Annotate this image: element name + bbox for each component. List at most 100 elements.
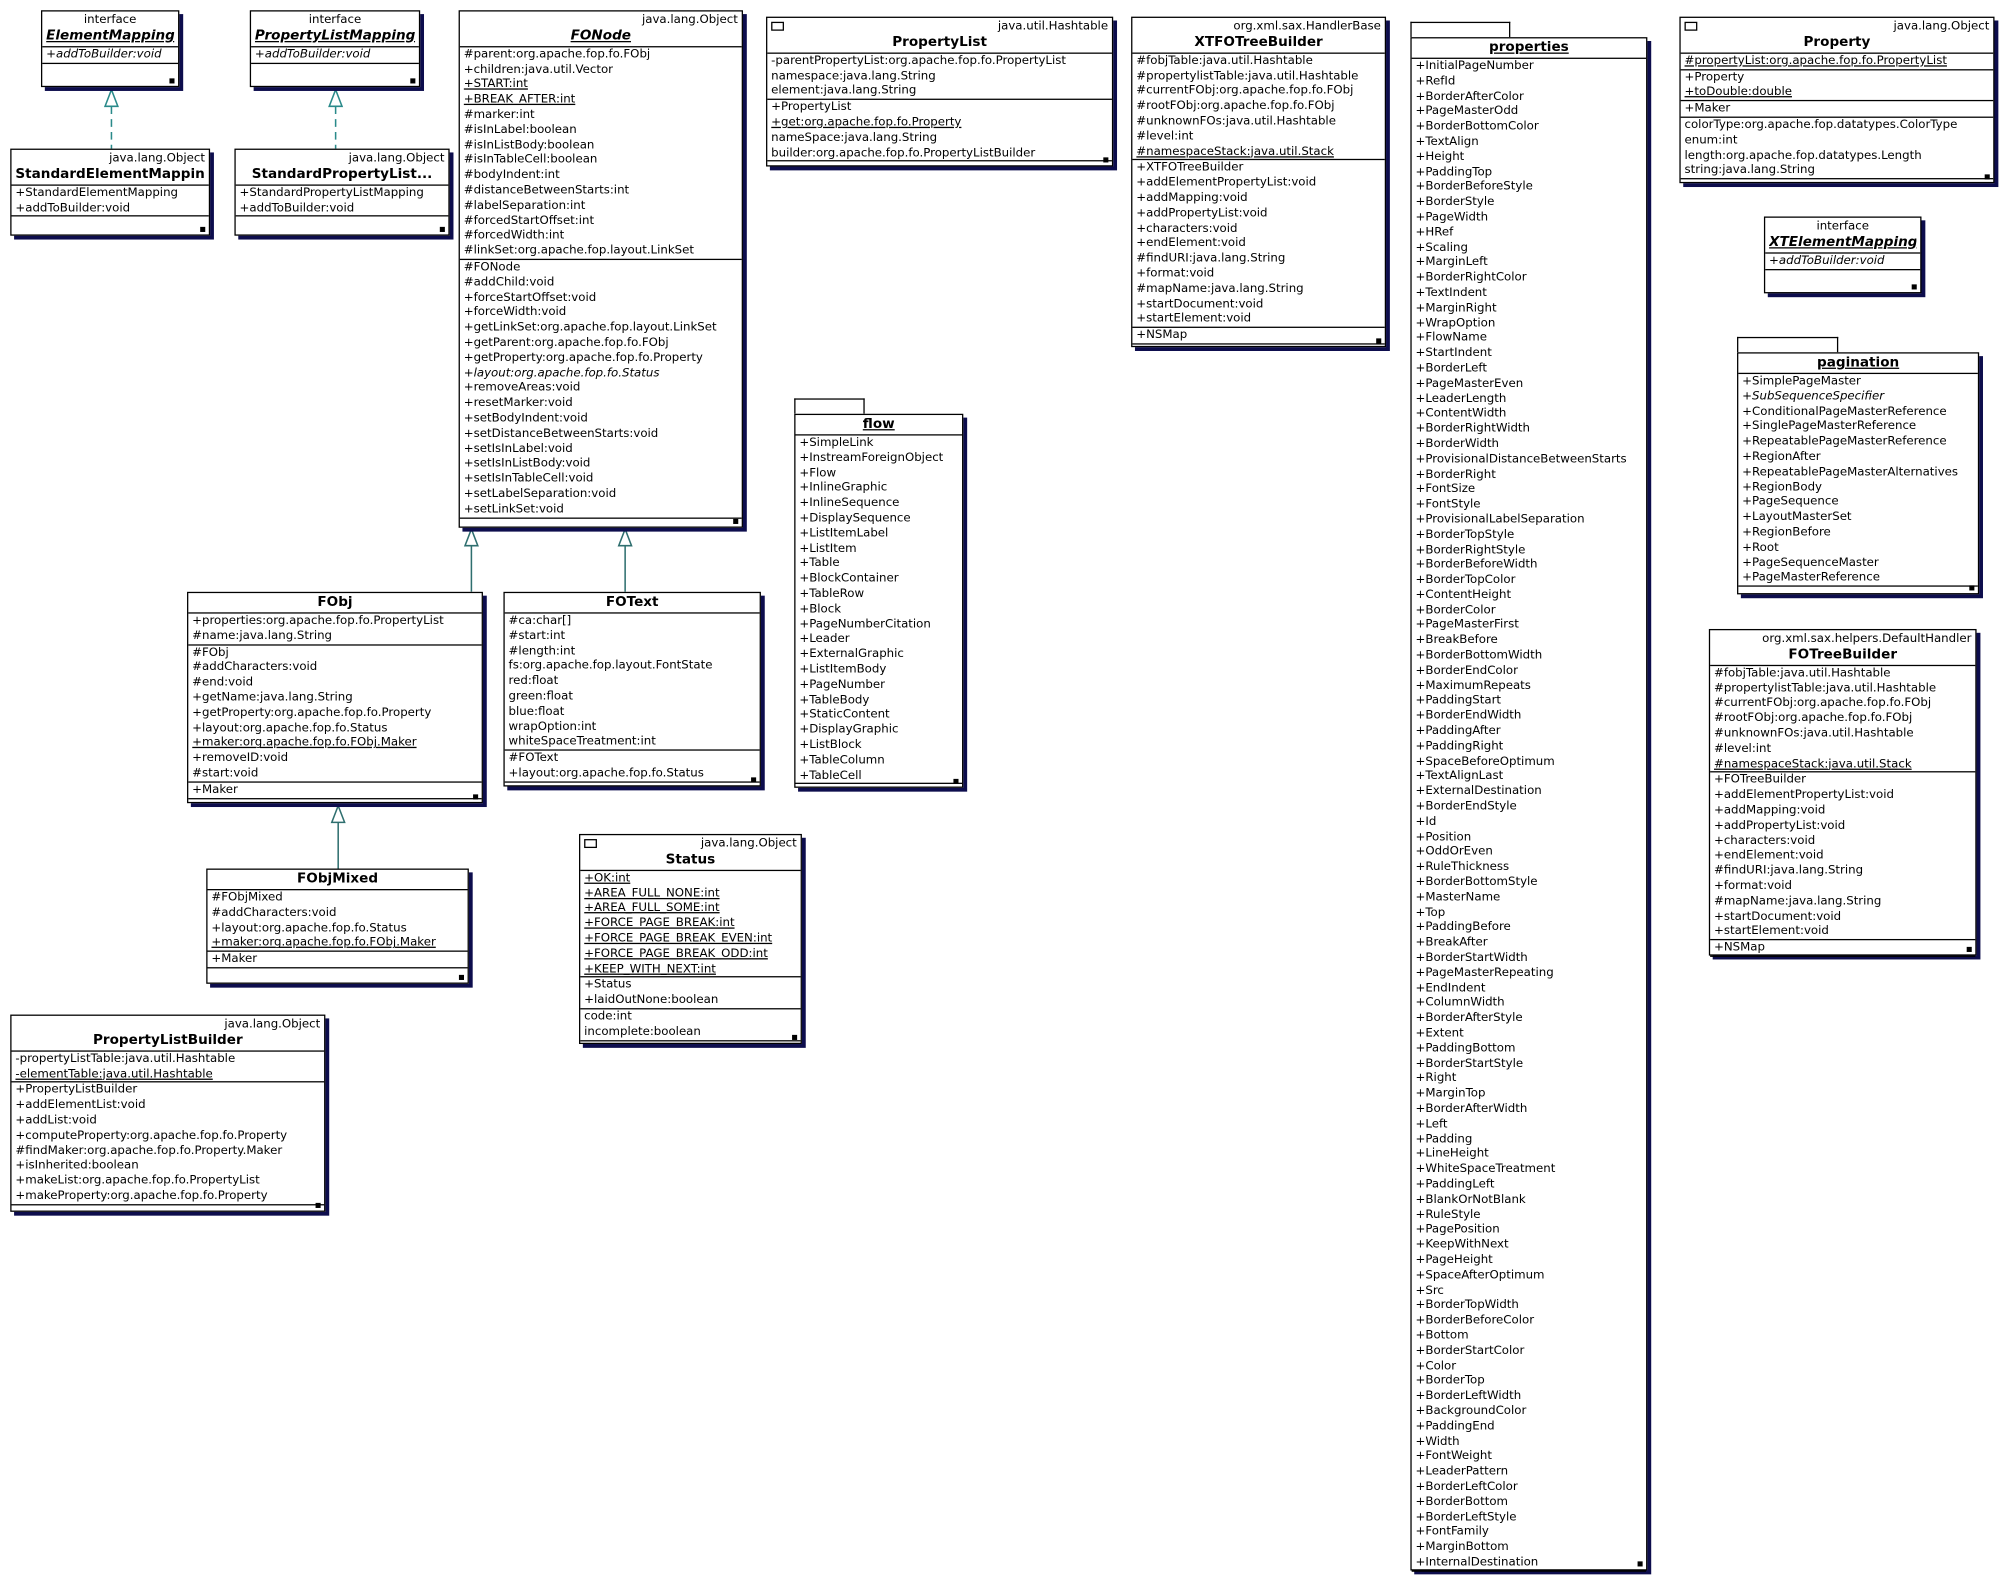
member-textalignlast: +TextAlignLast <box>1415 769 1504 784</box>
resize-handle-icon[interactable]: ▪ <box>199 222 207 235</box>
member-borderstyle: +BorderStyle <box>1415 194 1495 210</box>
member-repeatablepagemasterreference: +RepeatablePageMasterReference <box>1742 434 1947 449</box>
resize-handle-icon[interactable]: ▪ <box>791 1031 799 1043</box>
member-bordertopstyle: +BorderTopStyle <box>1415 527 1515 542</box>
superclass-label: java.lang.Object <box>224 1017 321 1032</box>
compartment: #FONode#addChild:void+forceStartOffset:v… <box>459 260 742 519</box>
member-incomplete-boolean: incomplete:boolean <box>584 1024 701 1039</box>
resize-handle-icon[interactable]: ▪ <box>438 222 446 235</box>
resize-handle-icon[interactable]: ▪ <box>168 74 176 86</box>
member-borderleftwidth: +BorderLeftWidth <box>1415 1388 1522 1403</box>
resize-handle-icon[interactable]: ▪ <box>750 773 758 786</box>
member-endelement-void: +endElement:void <box>1136 236 1246 251</box>
member-mapname-java-lang-string: #mapName:java.lang.String <box>1713 893 1882 908</box>
member-instreamforeignobject: +InstreamForeignObject <box>799 450 944 465</box>
member-wrapoption-int: wrapOption:int <box>508 719 597 734</box>
superclass-label: org.xml.sax.helpers.DefaultHandler <box>1762 631 1972 646</box>
member-level-int: #level:int <box>1136 129 1194 144</box>
class-fobj[interactable]: FObj +properties:org.apache.fop.fo.Proper… <box>187 591 483 804</box>
member-pagesequence: +PageSequence <box>1742 494 1839 510</box>
resize-handle-icon[interactable]: ▪ <box>409 74 417 86</box>
member-paddingbefore: +PaddingBefore <box>1415 920 1511 935</box>
resize-handle-icon[interactable]: ▪ <box>732 514 740 527</box>
member-force-page-break-int: +FORCE_PAGE_BREAK:int <box>584 916 735 931</box>
resize-handle-icon[interactable]: ▪ <box>1636 1557 1644 1570</box>
member-fobjtable-java-util-hashtable: #fobjTable:java.util.Hashtable <box>1136 53 1313 68</box>
member-scaling: +Scaling <box>1415 240 1469 255</box>
compartment: +XTFOTreeBuilder+addElementPropertyList:… <box>1132 161 1385 329</box>
class-name: StandardElementMapping <box>15 166 205 182</box>
member-labelseparation-int: #labelSeparation:int <box>463 198 586 213</box>
package-pagination[interactable]: pagination+SimplePageMaster+SubSequenceS… <box>1737 352 1980 595</box>
member-end-void: #end:void <box>192 675 254 690</box>
member-internaldestination: +InternalDestination <box>1415 1554 1539 1570</box>
package-flow[interactable]: flow+SimpleLink+InstreamForeignObject+Fl… <box>794 413 964 788</box>
compartment: +StandardElementMapping+addToBuilder:voi… <box>11 185 209 217</box>
member-distancebetweenstarts-int: #distanceBetweenStarts:int <box>463 183 630 198</box>
member-namespacestack-java-util-stack: #namespaceStack:java.util.Stack <box>1713 756 1912 771</box>
resize-handle-icon[interactable]: ▪ <box>952 775 960 787</box>
member-propertylist-org-apache-fop-fo-propertylist: #propertyList:org.apache.fop.fo.Property… <box>1684 53 1947 68</box>
class-fobjmixed[interactable]: FObjMixed#FObjMixed#addCharacters:void+l… <box>206 868 469 984</box>
member-addtobuilder-void: +addToBuilder:void <box>15 200 131 215</box>
member-setbodyindent-void: +setBodyIndent:void <box>463 411 588 426</box>
member-nsmap: +NSMap <box>1713 940 1765 955</box>
member-characters-void: +characters:void <box>1136 221 1238 236</box>
resize-handle-icon[interactable]: ▪ <box>1965 942 1973 955</box>
member-borderright: +BorderRight <box>1415 466 1496 482</box>
resize-handle-icon[interactable]: ▪ <box>1983 170 1991 182</box>
resize-handle-icon[interactable]: ▪ <box>1910 280 1918 293</box>
class-name: FObj <box>317 594 353 610</box>
resize-handle-icon[interactable]: ▪ <box>1102 153 1110 166</box>
member-contentheight: +ContentHeight <box>1415 587 1512 602</box>
resize-handle-icon[interactable]: ▪ <box>1968 581 1976 594</box>
class-header: properties <box>1411 38 1647 59</box>
member-tablecell: +TableCell <box>799 767 862 783</box>
member-refid: +RefId <box>1415 74 1456 89</box>
class-name: XTElementMapping <box>1769 234 1917 250</box>
member-leaderpattern: +LeaderPattern <box>1415 1464 1509 1479</box>
member-layoutmasterset: +LayoutMasterSet <box>1742 510 1852 525</box>
resize-handle-icon[interactable]: ▪ <box>472 790 480 802</box>
member-breakbefore: +BreakBefore <box>1415 633 1498 648</box>
member-red-float: red:float <box>508 674 559 689</box>
superclass-label: java.lang.Object <box>109 151 205 166</box>
member-format-void: +format:void <box>1136 266 1215 281</box>
member-fotreebuilder: +FOTreeBuilder <box>1713 772 1807 788</box>
member-element-java-lang-string: element:java.lang.String <box>771 83 917 98</box>
realization-standardelementmapping-arrowhead <box>103 87 119 108</box>
member-unknownfos-java-util-hashtable: #unknownFOs:java.util.Hashtable <box>1713 726 1914 741</box>
package-properties[interactable]: properties+InitialPageNumber+RefId+Borde… <box>1410 37 1648 1572</box>
member-whitespacetreatment-int: whiteSpaceTreatment:int <box>508 734 656 749</box>
compartment: +properties:org.apache.fop.fo.PropertyLi… <box>188 614 482 646</box>
resize-handle-icon[interactable]: ▪ <box>314 1199 322 1211</box>
member-pagesequencemaster: +PageSequenceMaster <box>1742 555 1879 570</box>
stereotype-label: interface <box>308 12 362 27</box>
resize-handle-icon[interactable]: ▪ <box>458 970 466 983</box>
member-isinlabel-boolean: #isInLabel:boolean <box>463 122 577 137</box>
member-keep-with-next-int: +KEEP_WITH_NEXT:int <box>584 961 716 976</box>
realization-standardpropertylistmapping-arrowhead <box>328 87 344 108</box>
compartment: +addToBuilder:void <box>42 47 179 64</box>
member-addmapping-void: +addMapping:void <box>1713 803 1826 818</box>
member-maximumrepeats: +MaximumRepeats <box>1415 678 1531 693</box>
member-endelement-void: +endElement:void <box>1713 848 1824 863</box>
compartment: #fobjTable:java.util.Hashtable#propertyl… <box>1132 53 1385 161</box>
resize-handle-icon[interactable]: ▪ <box>1375 334 1383 346</box>
member-contentwidth: +ContentWidth <box>1415 406 1507 421</box>
